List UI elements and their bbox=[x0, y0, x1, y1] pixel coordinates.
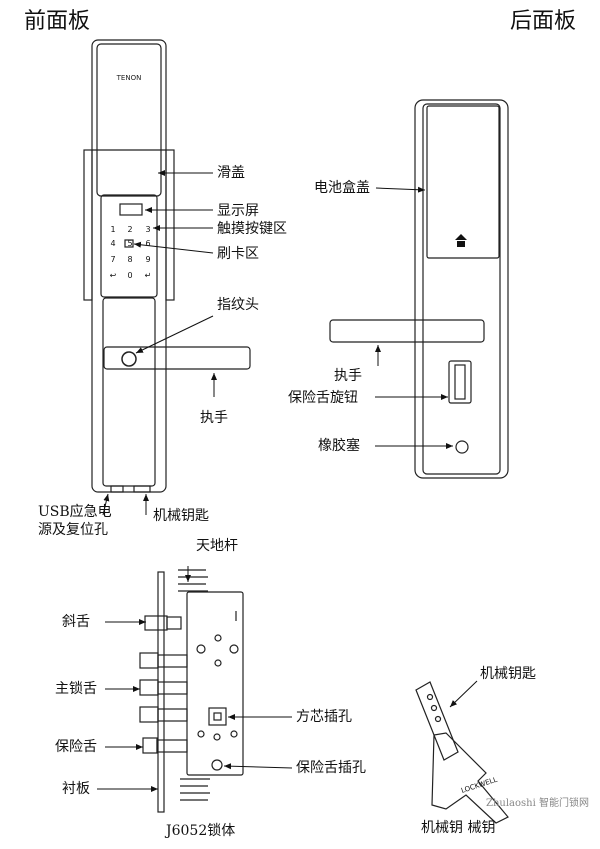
label-slide-cover: 滑盖 bbox=[217, 165, 245, 181]
label-key-figure: 机械钥匙 bbox=[480, 666, 536, 682]
leader-battery-cover bbox=[375, 186, 426, 193]
leader-key bbox=[449, 680, 478, 708]
lock-body bbox=[139, 569, 244, 813]
front-handle bbox=[103, 346, 251, 370]
key-5[interactable]: 5 bbox=[127, 239, 132, 248]
watermark: Zhulaoshi 智能门锁网 bbox=[486, 798, 589, 809]
mechanical-key-figure bbox=[415, 681, 509, 824]
key-2[interactable]: 2 bbox=[127, 225, 132, 234]
label-key-caption: 机械钥 械钥 bbox=[421, 820, 496, 836]
label-display: 显示屏 bbox=[217, 203, 259, 219]
key-1[interactable]: 1 bbox=[110, 225, 115, 234]
key-enter[interactable]: ↵ bbox=[145, 271, 152, 280]
keypad: 1 2 3 4 5 6 7 8 9 ↩ 0 ↵ bbox=[110, 225, 152, 280]
key-6[interactable]: 6 bbox=[145, 239, 150, 248]
key-8[interactable]: 8 bbox=[127, 255, 132, 264]
leader-usb bbox=[102, 493, 110, 516]
card-reader-icon bbox=[124, 239, 134, 248]
home-icon bbox=[455, 234, 467, 247]
label-front-handle: 执手 bbox=[200, 410, 228, 426]
front-panel-title: 前面板 bbox=[24, 9, 91, 34]
label-battery-cover: 电池盒盖 bbox=[314, 180, 370, 196]
label-deadbolt: 保险舌 bbox=[55, 739, 97, 755]
key-3[interactable]: 3 bbox=[145, 225, 150, 234]
display-screen bbox=[119, 203, 143, 216]
brand-logo: TENON bbox=[116, 74, 142, 82]
label-usb-line1: USB应急电 bbox=[38, 504, 112, 520]
key-brand: LOCKWELL bbox=[460, 776, 498, 795]
leader-card-area bbox=[133, 241, 214, 254]
label-deadbolt-hole: 保险舌插孔 bbox=[296, 760, 366, 776]
key-4[interactable]: 4 bbox=[110, 239, 115, 248]
leader-fingerprint bbox=[135, 315, 214, 354]
back-handle bbox=[329, 319, 485, 343]
key-back[interactable]: ↩ bbox=[110, 271, 117, 280]
label-usb-line2: 源及复位孔 bbox=[38, 522, 108, 538]
label-mech-key: 机械钥匙 bbox=[153, 508, 209, 524]
key-7[interactable]: 7 bbox=[110, 255, 115, 264]
label-deadbolt-knob: 保险舌旋钮 bbox=[288, 390, 358, 406]
leader-deadbolt-hole bbox=[223, 763, 293, 770]
label-lock-model: J6052锁体 bbox=[166, 823, 236, 839]
label-latch: 斜舌 bbox=[62, 614, 90, 630]
key-9[interactable]: 9 bbox=[145, 255, 150, 264]
label-back-handle: 执手 bbox=[334, 368, 362, 384]
label-fingerprint: 指纹头 bbox=[217, 297, 259, 313]
back-panel-body bbox=[414, 99, 509, 479]
label-rod: 天地杆 bbox=[196, 538, 238, 554]
brand-logo-area bbox=[112, 76, 146, 80]
label-faceplate: 衬板 bbox=[62, 781, 90, 797]
back-panel-title: 后面板 bbox=[510, 9, 577, 34]
label-card-area: 刷卡区 bbox=[217, 246, 259, 262]
label-rubber-plug: 橡胶塞 bbox=[318, 438, 360, 454]
label-main-bolt: 主锁舌 bbox=[55, 681, 97, 697]
label-touch-keys: 触摸按键区 bbox=[217, 221, 287, 237]
key-0[interactable]: 0 bbox=[127, 271, 132, 280]
label-spindle-hole: 方芯插孔 bbox=[296, 709, 352, 725]
front-panel-body bbox=[83, 39, 175, 493]
